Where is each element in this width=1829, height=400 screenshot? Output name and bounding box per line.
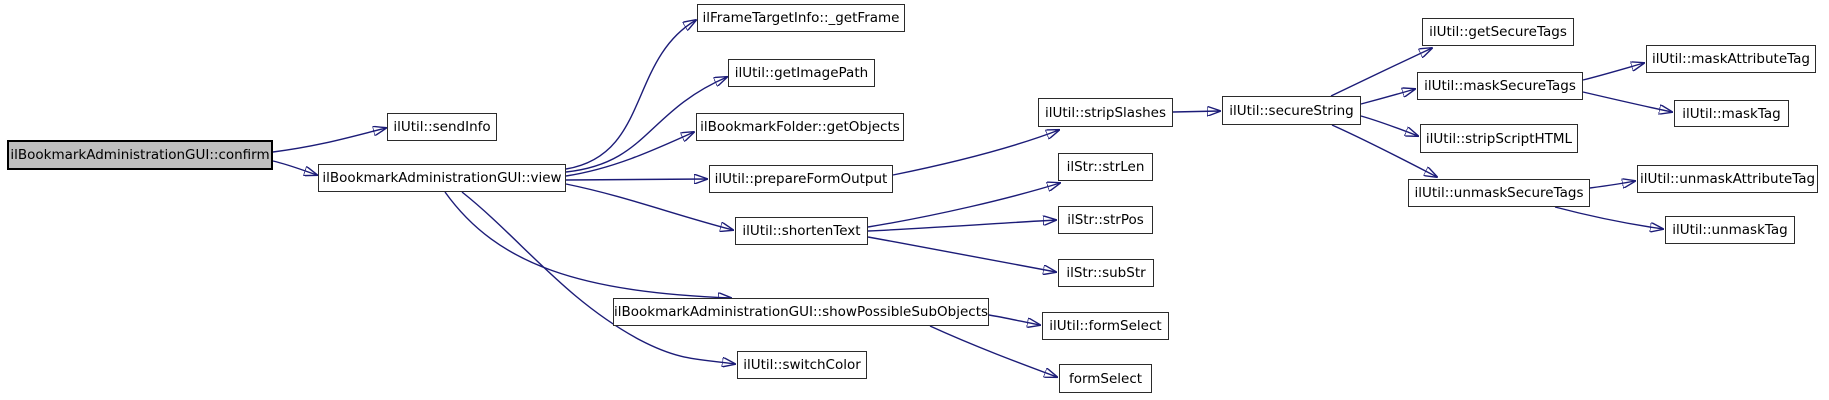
edge-confirm-sendinfo bbox=[272, 128, 386, 153]
edge-securestring-unmasksecuretags bbox=[1331, 124, 1437, 177]
graph-node-masktag[interactable]: ilUtil::maskTag bbox=[1674, 100, 1789, 127]
graph-node-getimagepath[interactable]: ilUtil::getImagePath bbox=[728, 59, 875, 87]
edge-shortentext-substr bbox=[867, 236, 1056, 272]
graph-node-stripslashes[interactable]: ilUtil::stripSlashes bbox=[1038, 98, 1173, 127]
edge-view-switchcolor bbox=[461, 191, 735, 364]
edge-showpossiblesubobjects-formselectutil bbox=[988, 314, 1040, 325]
graph-node-formselect-util[interactable]: ilUtil::formSelect bbox=[1042, 312, 1169, 340]
edge-view-getimagepath bbox=[565, 77, 727, 173]
edge-view-prepareformoutput bbox=[565, 179, 707, 180]
graph-node-unmasktag[interactable]: ilUtil::unmaskTag bbox=[1665, 216, 1795, 244]
graph-node-view[interactable]: ilBookmarkAdministrationGUI::view bbox=[318, 164, 566, 192]
edge-confirm-view bbox=[272, 160, 317, 175]
graph-node-strlen[interactable]: ilStr::strLen bbox=[1058, 153, 1153, 181]
graph-node-unmasksecuretags[interactable]: ilUtil::unmaskSecureTags bbox=[1408, 179, 1590, 207]
edge-shortentext-strlen bbox=[867, 183, 1060, 228]
edge-showpossiblesubobjects-formselect bbox=[929, 325, 1057, 377]
graph-node-shortentext[interactable]: ilUtil::shortenText bbox=[735, 217, 868, 245]
graph-node-getsecuretags[interactable]: ilUtil::getSecureTags bbox=[1422, 18, 1574, 46]
graph-node-getobjects[interactable]: ilBookmarkFolder::getObjects bbox=[696, 113, 904, 141]
graph-node-showpossiblesubobjects[interactable]: ilBookmarkAdministrationGUI::showPossibl… bbox=[613, 298, 989, 326]
graph-node-switchcolor[interactable]: ilUtil::switchColor bbox=[737, 351, 867, 379]
edge-masksecuretags-masktag bbox=[1582, 91, 1672, 112]
edge-stripslashes-securestring bbox=[1172, 111, 1220, 112]
edge-view-showpossiblesubobjects bbox=[444, 191, 731, 298]
graph-node-formselect[interactable]: formSelect bbox=[1059, 364, 1152, 393]
edge-prepareformoutput-stripslashes bbox=[892, 130, 1059, 176]
edge-view-shortentext bbox=[565, 183, 733, 230]
edge-masksecuretags-maskattributetag bbox=[1582, 63, 1644, 81]
edge-securestring-masksecuretags bbox=[1360, 89, 1415, 105]
edge-securestring-stripscripthtml bbox=[1360, 115, 1418, 136]
graph-node-stripscripthtml[interactable]: ilUtil::stripScriptHTML bbox=[1420, 124, 1578, 153]
graph-node-getframe[interactable]: ilFrameTargetInfo::_getFrame bbox=[697, 4, 905, 32]
graph-node-securestring[interactable]: ilUtil::secureString bbox=[1222, 96, 1361, 125]
graph-node-confirm: ilBookmarkAdministrationGUI::confirm bbox=[7, 140, 273, 170]
graph-node-sendinfo[interactable]: ilUtil::sendInfo bbox=[387, 113, 497, 141]
edge-view-getobjects bbox=[565, 132, 694, 177]
graph-node-unmaskattributetag[interactable]: ilUtil::unmaskAttributeTag bbox=[1637, 165, 1818, 193]
edge-securestring-getsecuretags bbox=[1330, 48, 1432, 97]
edge-view-getframe bbox=[565, 20, 696, 170]
graph-node-maskattributetag[interactable]: ilUtil::maskAttributeTag bbox=[1646, 45, 1816, 73]
graph-node-substr[interactable]: ilStr::subStr bbox=[1058, 259, 1154, 287]
edge-shortentext-strpos bbox=[867, 220, 1056, 232]
graph-node-masksecuretags[interactable]: ilUtil::maskSecureTags bbox=[1417, 72, 1583, 100]
graph-node-strpos[interactable]: ilStr::strPos bbox=[1058, 206, 1153, 234]
edge-unmasksecuretags-unmaskattributetag bbox=[1589, 181, 1635, 189]
graph-node-prepareformoutput[interactable]: ilUtil::prepareFormOutput bbox=[709, 165, 893, 193]
edge-unmasksecuretags-unmasktag bbox=[1554, 206, 1663, 229]
